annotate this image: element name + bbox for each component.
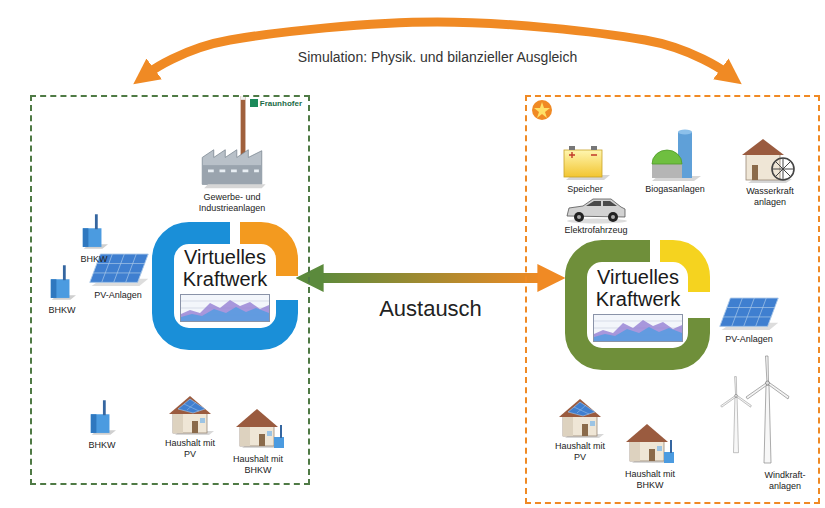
vpp-ring [576, 251, 699, 359]
node-label: BHKW [40, 305, 84, 316]
illustration-part [576, 251, 699, 359]
node-label: Haushalt mit BHKW [230, 454, 286, 476]
house-icon [626, 424, 674, 463]
component-label: Haushalt mit BHKW [622, 469, 678, 491]
node-label: Biogasanlagen [638, 184, 712, 195]
node-label: Virtuelles Kraftwerk [587, 266, 689, 310]
node-label: Virtuelles Kraftwerk [174, 246, 276, 290]
edge-label: Simulation: Physik. und bilanzieller Aus… [298, 49, 577, 66]
vpp-ring [163, 233, 287, 339]
component-label: BHKW [72, 254, 116, 265]
component-label: BHKW [40, 305, 84, 316]
component-label: Haushalt mit PV [163, 438, 217, 460]
component-label: Biogasanlagen [638, 184, 712, 195]
group-region: Speicher Biogasanlagen Wasserkraft anlagen… [525, 95, 820, 504]
house-icon [169, 396, 214, 435]
connector-arrow [318, 273, 543, 283]
logo-mark [532, 100, 552, 120]
component-label: PV-Anlagen [84, 290, 152, 301]
battery-icon [564, 146, 610, 180]
node-label: Haushalt mit PV [163, 438, 217, 460]
node-label: PV-Anlagen [84, 290, 152, 301]
logo-mark [250, 99, 258, 107]
virtual-power-plant: Virtuelles Kraftwerk [587, 266, 689, 310]
node-label: Speicher [558, 184, 612, 195]
node-label: Haushalt mit BHKW [622, 469, 678, 491]
node-label: Wasserkraft anlagen [739, 186, 801, 208]
node-label: Elektrofahrzeug [554, 225, 638, 236]
chart-icon [181, 295, 270, 322]
component-label: BHKW [80, 440, 124, 451]
chart-icon [594, 315, 683, 342]
hydro-icon [742, 139, 794, 183]
connector-arrow [150, 22, 725, 72]
wind-turbine-icon [721, 377, 752, 453]
component-label: Haushalt mit PV [553, 441, 607, 463]
component-label: Elektrofahrzeug [554, 225, 638, 236]
house-icon [236, 409, 284, 448]
pv-icon [720, 298, 778, 330]
component-label: Windkraft- anlagen [757, 470, 813, 492]
component-label: PV-Anlagen [715, 334, 783, 345]
node-label: BHKW [80, 440, 124, 451]
car-icon [567, 199, 627, 224]
component-label: Wasserkraft anlagen [739, 186, 801, 208]
chp-icon [91, 400, 116, 435]
illustration-part [163, 233, 287, 339]
component-label: Haushalt mit BHKW [230, 454, 286, 476]
illustration-part [534, 102, 550, 118]
factory-icon [202, 96, 265, 188]
chp-icon [51, 265, 76, 300]
node-label: BHKW [72, 254, 116, 265]
biogas-icon [652, 130, 701, 182]
group-region: FraunhoferBHKW Gewerbe- und Industrieanla… [30, 95, 310, 485]
chp-icon [83, 214, 108, 249]
component-label: Gewerbe- und Industrieanlagen [189, 192, 275, 214]
logo-text: Fraunhofer [32, 97, 308, 109]
illustration-part [532, 100, 552, 120]
edge-label: Austausch [379, 296, 482, 322]
wind-turbine-icon [746, 356, 789, 463]
component-label: Speicher [558, 184, 612, 195]
house-icon [559, 399, 604, 438]
node-label: PV-Anlagen [715, 334, 783, 345]
node-label: Haushalt mit PV [553, 441, 607, 463]
node-label: Windkraft- anlagen [757, 470, 813, 492]
node-label: Gewerbe- und Industrieanlagen [189, 192, 275, 214]
virtual-power-plant: Virtuelles Kraftwerk [174, 246, 276, 290]
